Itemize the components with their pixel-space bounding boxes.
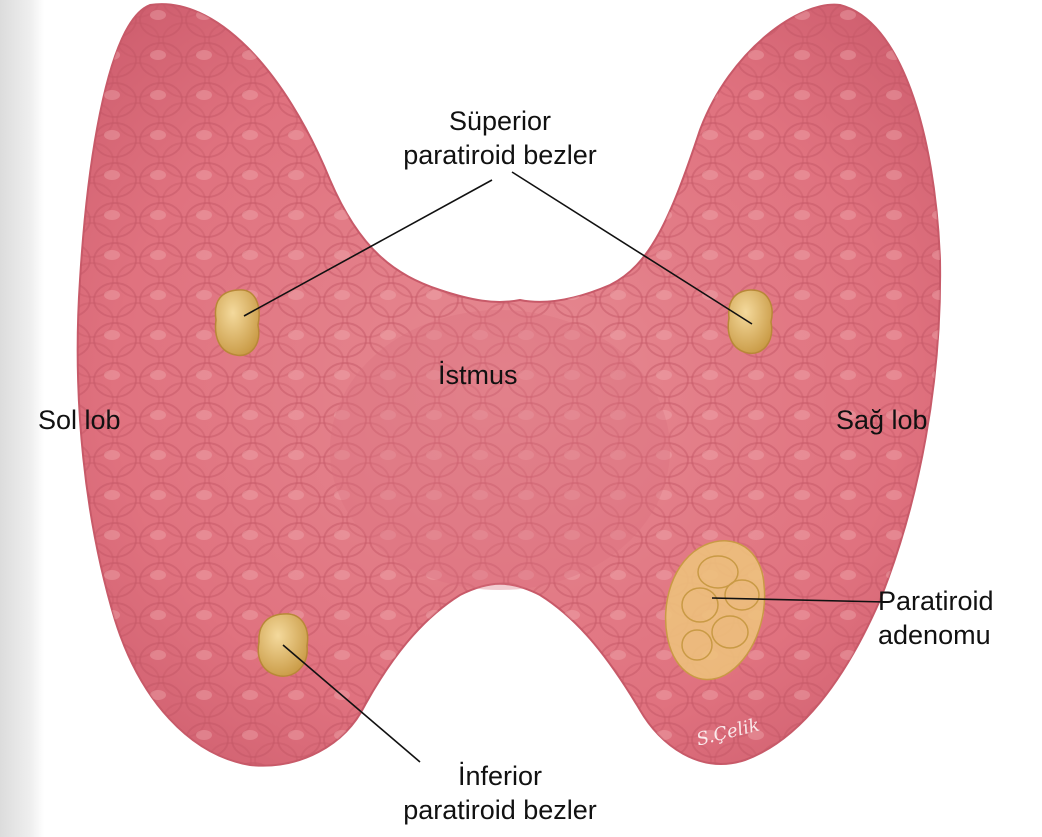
left-superior-parathyroid — [215, 290, 259, 356]
left-inferior-parathyroid — [258, 614, 307, 676]
right-lobe-label: Sağ lob — [836, 403, 928, 437]
isthmus-region — [330, 310, 670, 590]
left-lobe-label: Sol lob — [38, 403, 121, 437]
right-superior-parathyroid — [728, 290, 772, 353]
inferior-label-line2: paratiroid bezler — [350, 793, 650, 827]
superior-label-line1: Süperior — [350, 104, 650, 138]
superior-parathyroid-label: Süperior paratiroid bezler — [350, 104, 650, 172]
superior-label-line2: paratiroid bezler — [350, 138, 650, 172]
inferior-label-line1: İnferior — [350, 759, 650, 793]
adenoma-label-line1: Paratiroid — [878, 584, 1038, 618]
adenoma-label-line2: adenomu — [878, 618, 1038, 652]
inferior-parathyroid-label: İnferior paratiroid bezler — [350, 759, 650, 827]
isthmus-label: İstmus — [438, 358, 518, 392]
adenoma-label: Paratiroid adenomu — [878, 584, 1038, 652]
